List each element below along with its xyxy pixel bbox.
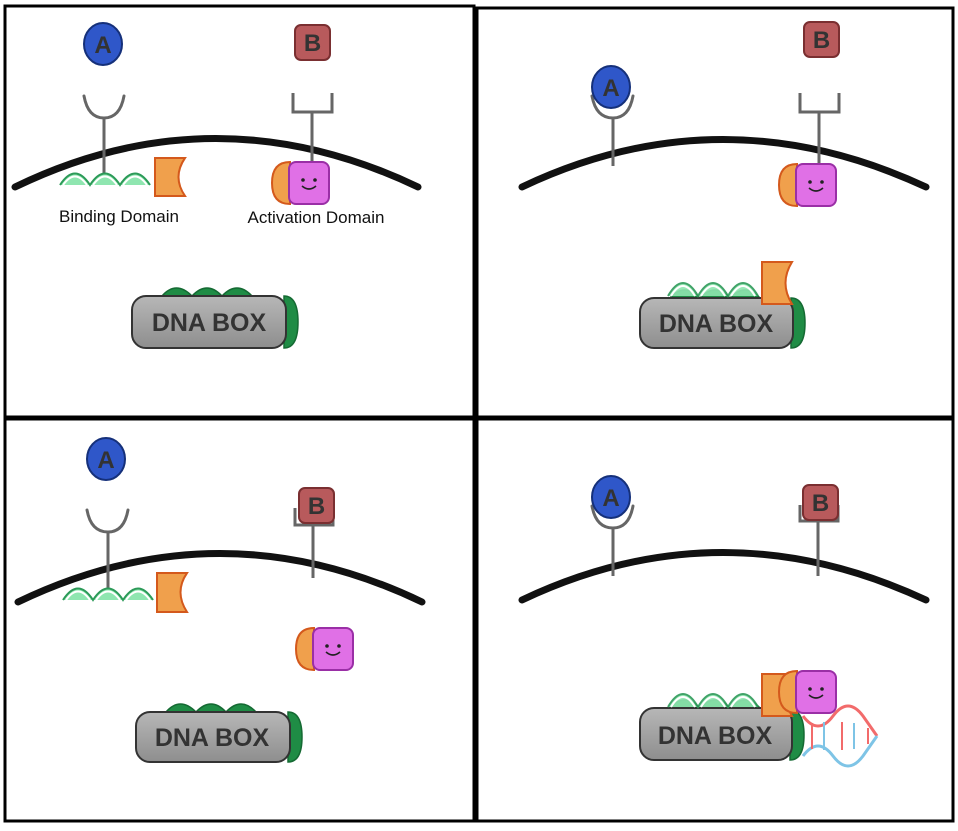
ligand-a: A: [591, 475, 631, 519]
receptor-a: [82, 94, 126, 182]
ligand-b: B: [298, 487, 335, 524]
receptor-b: [291, 93, 334, 162]
ligand-b-label: B: [812, 490, 829, 517]
receptor-a: [590, 504, 635, 576]
panel-2: A B DNA BOX: [518, 21, 930, 349]
ligand-a: A: [83, 22, 123, 66]
activation-domain: [270, 160, 330, 206]
dna-box-label: DNA BOX: [658, 722, 773, 750]
binding-domain: [667, 261, 794, 305]
cell-membrane: [518, 549, 930, 604]
activation-domain: [777, 162, 837, 208]
cell-membrane: [11, 135, 422, 191]
ligand-b: B: [803, 21, 840, 58]
panel-1-frame: [3, 4, 476, 419]
receptor-a: [590, 94, 635, 166]
panel-4-frame: [475, 417, 955, 823]
caption-activation-domain: Activation Domain: [247, 208, 384, 227]
dna-helix-icon: [801, 704, 879, 768]
panel-3: A B DNA BOX: [14, 437, 426, 763]
ligand-b-label: B: [304, 30, 321, 57]
ligand-a-label: A: [94, 32, 111, 59]
binding-domain: [59, 157, 187, 197]
dna-box-label: DNA BOX: [152, 309, 267, 337]
dna-box-label: DNA BOX: [155, 724, 270, 752]
activation-domain: [777, 669, 837, 715]
panel-3-frame: [3, 417, 476, 823]
dna-box: DNA BOX: [131, 287, 299, 349]
panel-1: A B Binding Domain Activation Domain: [11, 22, 422, 349]
cell-membrane: [518, 136, 930, 191]
ligand-a: A: [86, 437, 126, 481]
ligand-b-label: B: [308, 493, 325, 520]
ligand-a-label: A: [602, 75, 619, 102]
receptor-b: [798, 93, 841, 164]
dna-box-label: DNA BOX: [659, 310, 774, 338]
panel-4: A B DNA BOX: [518, 475, 930, 768]
dna-box: DNA BOX: [639, 289, 806, 349]
binding-domain: [62, 572, 189, 613]
ligand-b: B: [802, 484, 839, 521]
ligand-a-label: A: [97, 447, 114, 474]
ligand-a-label: A: [602, 485, 619, 512]
caption-binding-domain: Binding Domain: [59, 207, 179, 226]
receptor-a: [85, 508, 130, 596]
panel-2-frame: [475, 6, 955, 419]
cell-membrane: [14, 550, 426, 606]
activation-domain: [294, 626, 354, 672]
ligand-a: A: [591, 65, 631, 109]
ligand-b-label: B: [813, 27, 830, 54]
dna-box: DNA BOX: [135, 703, 303, 763]
ligand-b: B: [294, 24, 331, 61]
